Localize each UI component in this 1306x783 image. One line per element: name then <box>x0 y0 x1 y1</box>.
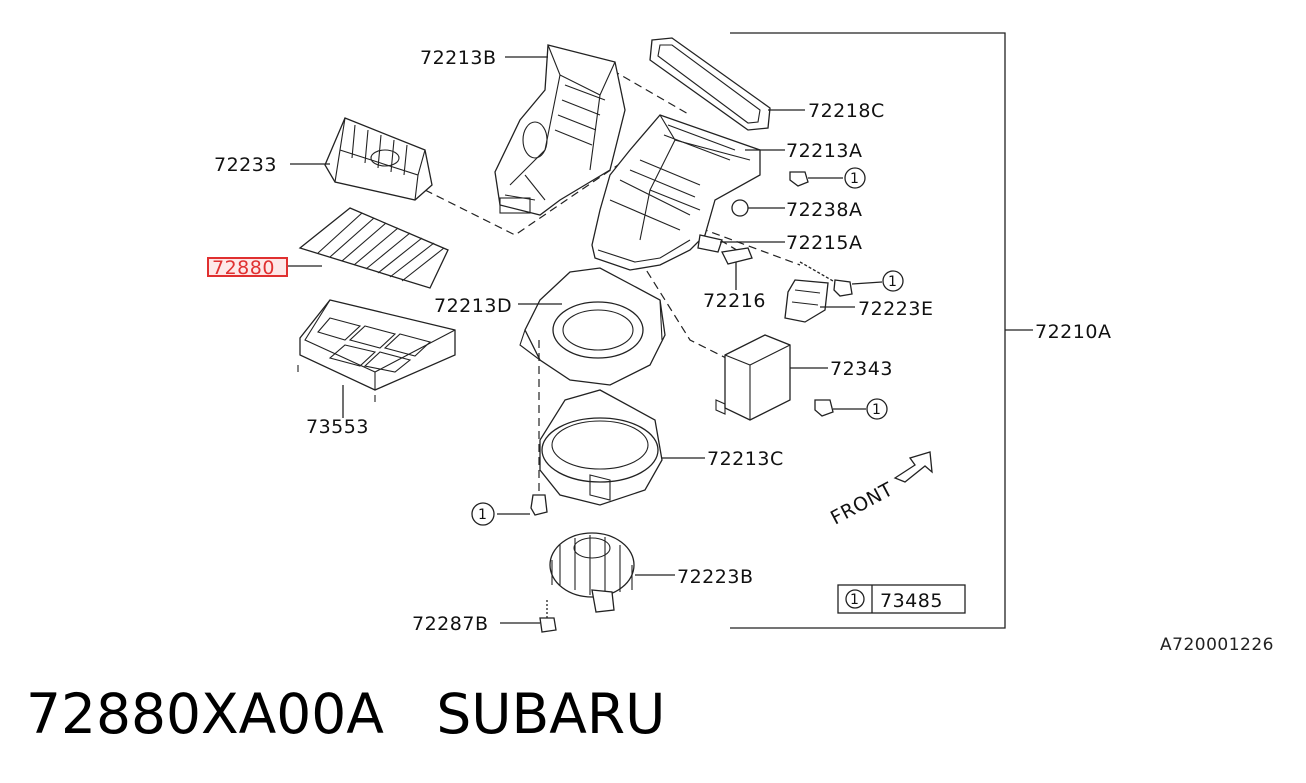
part-72218C-gasket <box>649 37 771 131</box>
label-73553: 73553 <box>306 416 369 438</box>
label-72215A: 72215A <box>786 232 862 254</box>
highlight-72880 <box>207 257 288 277</box>
screw-72287B <box>539 600 557 633</box>
svg-text:1: 1 <box>478 507 487 523</box>
label-72213D: 72213D <box>434 295 512 317</box>
caption-part-number: 72880XA00A <box>26 682 384 746</box>
assembly-bracket <box>730 32 1033 629</box>
callout-circle-2: 1 <box>882 270 904 292</box>
legend-box: 1 73485 <box>837 584 966 614</box>
part-72213C-case <box>539 389 663 506</box>
svg-text:1: 1 <box>872 402 881 418</box>
assembly-dashed-lines <box>424 69 801 361</box>
svg-text:1: 1 <box>888 274 897 290</box>
part-72215A-connector <box>697 234 723 253</box>
label-72223B: 72223B <box>677 566 753 588</box>
label-72223E: 72223E <box>858 298 933 320</box>
label-72216: 72216 <box>703 290 766 312</box>
svg-text:1: 1 <box>850 592 859 608</box>
svg-text:1: 1 <box>850 171 859 187</box>
front-label: FRONT <box>827 478 897 529</box>
part-72223B-blower-motor <box>549 532 635 613</box>
part-72223E-actuator <box>784 279 829 323</box>
callout-circle-1: 1 <box>844 167 866 189</box>
screw-bottom-left <box>497 494 548 516</box>
label-72213B: 72213B <box>420 47 496 69</box>
part-73553-tray <box>297 299 456 402</box>
label-72218C: 72218C <box>808 100 885 122</box>
screw-upper <box>789 171 843 187</box>
label-72880: 72880 <box>212 257 275 279</box>
part-72343-module <box>715 334 791 421</box>
caption: 72880XA00A SUBARU <box>26 682 665 746</box>
part-72213A-intake-case <box>591 114 761 271</box>
screw-lower <box>814 399 866 417</box>
label-72343: 72343 <box>830 358 893 380</box>
part-72238A-grommet <box>731 199 749 217</box>
callout-circle-4: 1 <box>471 502 495 526</box>
part-72213B-duct <box>494 44 626 216</box>
legend-73485: 73485 <box>880 590 943 612</box>
label-72233: 72233 <box>214 154 277 176</box>
front-arrow-icon: FRONT <box>827 451 933 529</box>
caption-brand: SUBARU <box>436 682 666 746</box>
part-72233-filter-holder <box>324 117 433 201</box>
label-72238A: 72238A <box>786 199 862 221</box>
callout-circle-3: 1 <box>866 398 888 420</box>
part-72213D-housing <box>519 267 666 386</box>
diagram-reference-code: A720001226 <box>1160 635 1274 655</box>
part-72216-clip <box>721 247 753 290</box>
label-72287B: 72287B <box>412 613 488 635</box>
screw-middle <box>799 261 883 297</box>
label-72213C: 72213C <box>707 448 784 470</box>
label-72210A: 72210A <box>1035 321 1111 343</box>
label-72213A: 72213A <box>786 140 862 162</box>
part-72880-filter <box>298 207 449 289</box>
